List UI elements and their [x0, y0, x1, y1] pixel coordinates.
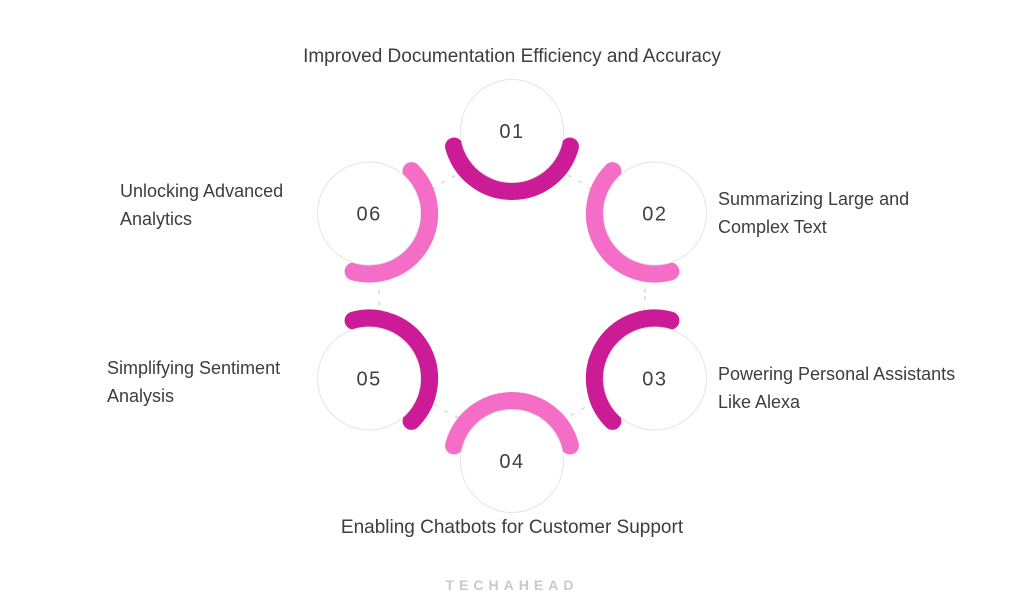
node-03-number: 03 [642, 369, 667, 391]
node-05-label: Simplifying Sentiment Analysis [107, 358, 281, 406]
node-03-label: Powering Personal Assistants Like Alexa [718, 364, 956, 412]
node-06: 06 [317, 161, 439, 283]
node-03: 03 [585, 309, 707, 431]
node-04-label: Enabling Chatbots for Customer Support [340, 517, 684, 538]
node-02-circle [602, 161, 707, 266]
node-02-label: Summarizing Large and Complex Text [718, 189, 910, 237]
node-02: 02 [585, 161, 707, 283]
node-04: 04 [445, 392, 579, 513]
node-03-circle [602, 326, 707, 431]
node-01-number: 01 [499, 121, 524, 143]
node-01: 01 [445, 79, 579, 200]
node-05-number: 05 [356, 369, 381, 391]
node-01-circle [460, 79, 564, 183]
node-03-arc [585, 309, 680, 430]
node-05-arc [344, 309, 439, 430]
node-02-arc [585, 162, 680, 283]
node-06-label: Unlocking Advanced Analytics [120, 181, 284, 229]
node-06-arc [344, 162, 439, 283]
node-01-label: Improved Documentation Efficiency and Ac… [303, 46, 721, 67]
node-06-circle [317, 161, 422, 266]
node-04-arc [445, 392, 579, 455]
node-04-circle [460, 409, 564, 513]
node-04-number: 04 [499, 451, 524, 473]
node-05: 05 [317, 309, 439, 431]
techahead-logo: TECHAHEAD [445, 577, 579, 593]
node-02-number: 02 [642, 204, 667, 226]
node-05-circle [317, 326, 422, 431]
node-01-arc [445, 137, 579, 200]
node-06-number: 06 [356, 204, 381, 226]
